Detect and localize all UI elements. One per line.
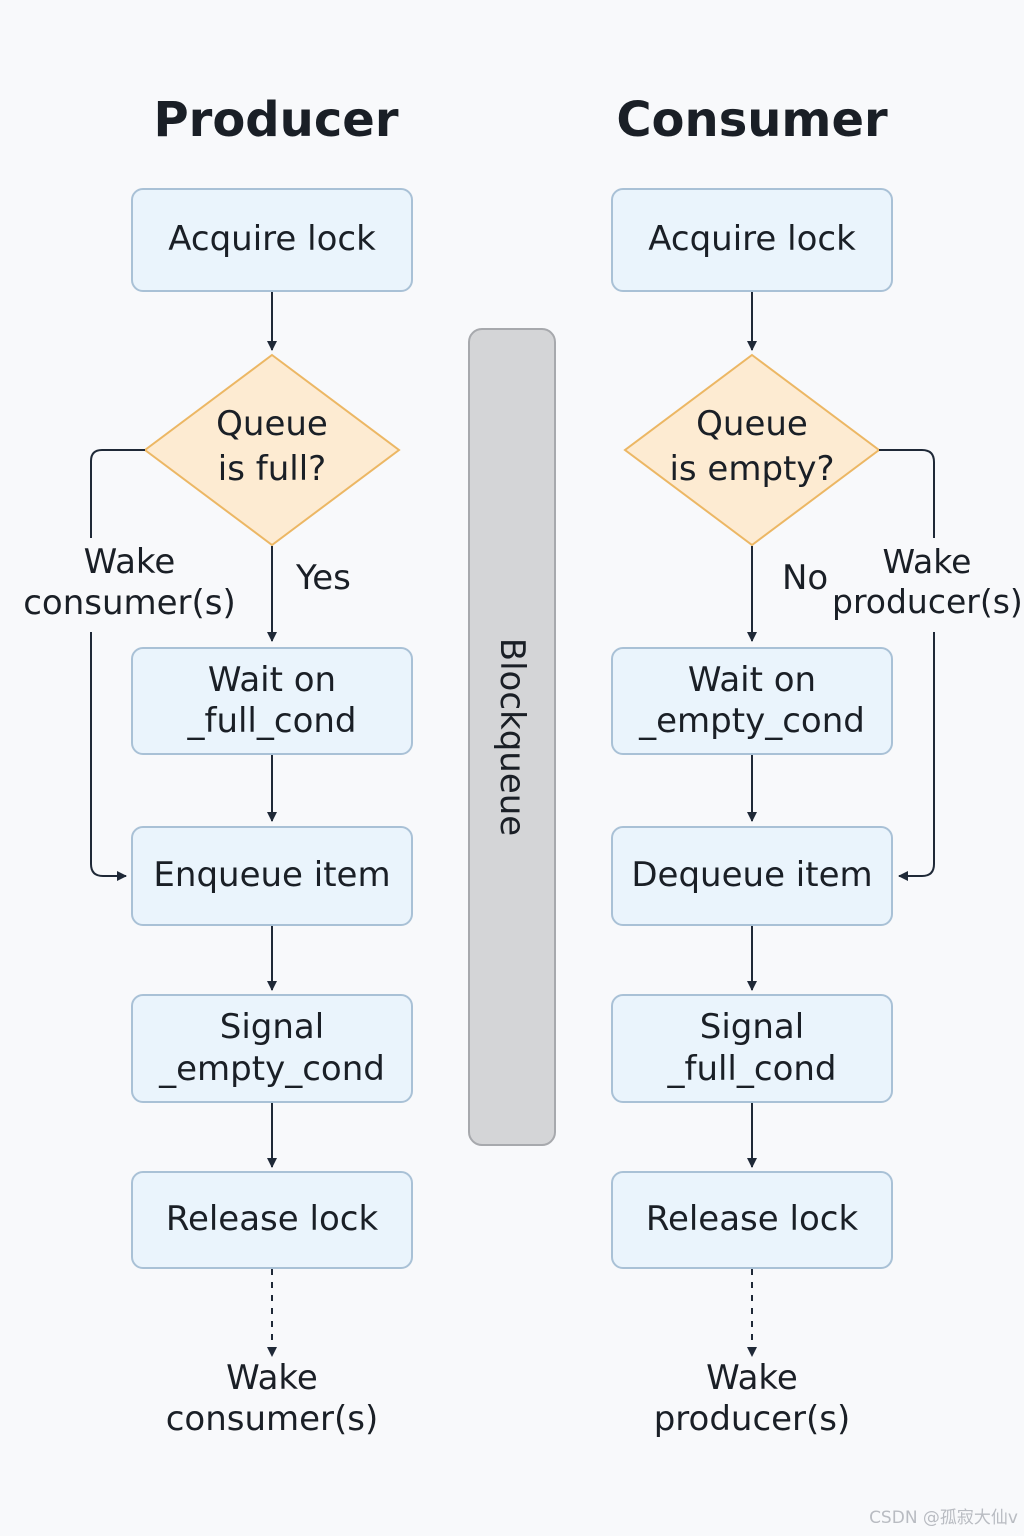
watermark: CSDN @孤寂大仙v (869, 1508, 1018, 1528)
consumer-decision-diamond (623, 353, 881, 547)
consumer-decision-label: Queue is empty? (669, 404, 835, 489)
producer-release-lock-label: Release lock (165, 1199, 379, 1240)
consumer-wait-box: Wait on _empty_cond (611, 647, 893, 755)
producer-signal-box: Signal _empty_cond (131, 994, 413, 1103)
producer-signal-label: Signal _empty_cond (159, 1007, 385, 1089)
consumer-wait-label: Wait on _empty_cond (639, 659, 865, 741)
consumer-dequeue-box: Dequeue item (611, 826, 893, 926)
consumer-wake-producer-side-label: Wake producer(s) (832, 542, 1023, 622)
producer-decision-label: Queue is full? (216, 404, 328, 489)
producer-yes-label: Yes (296, 558, 351, 598)
producer-acquire-lock-label: Acquire lock (168, 219, 376, 260)
blockqueue-label: Blockqueue (492, 637, 532, 837)
arrow-consumer-bypass (879, 449, 935, 876)
producer-enqueue-box: Enqueue item (131, 826, 413, 926)
producer-title: Producer (153, 92, 399, 148)
blockqueue-bar: Blockqueue (468, 328, 556, 1146)
consumer-no-label: No (782, 558, 829, 598)
producer-wake-consumer-side-label: Wake consumer(s) (23, 542, 236, 624)
producer-decision-diamond (143, 353, 401, 547)
producer-wait-label: Wait on _full_cond (187, 659, 357, 741)
consumer-dequeue-label: Dequeue item (631, 855, 873, 896)
producer-enqueue-label: Enqueue item (153, 855, 391, 896)
consumer-acquire-lock-box: Acquire lock (611, 188, 893, 292)
consumer-signal-box: Signal _full_cond (611, 994, 893, 1103)
consumer-title: Consumer (616, 92, 888, 148)
producer-wake-consumer-bottom-label: Wake consumer(s) (165, 1358, 379, 1440)
arrow-producer-bypass (90, 449, 145, 876)
consumer-acquire-lock-label: Acquire lock (648, 219, 856, 260)
producer-release-lock-box: Release lock (131, 1171, 413, 1269)
consumer-release-lock-box: Release lock (611, 1171, 893, 1269)
consumer-signal-label: Signal _full_cond (667, 1007, 837, 1089)
producer-wait-box: Wait on _full_cond (131, 647, 413, 755)
consumer-wake-producer-bottom-label: Wake producer(s) (653, 1358, 851, 1440)
consumer-release-lock-label: Release lock (645, 1199, 859, 1240)
producer-acquire-lock-box: Acquire lock (131, 188, 413, 292)
